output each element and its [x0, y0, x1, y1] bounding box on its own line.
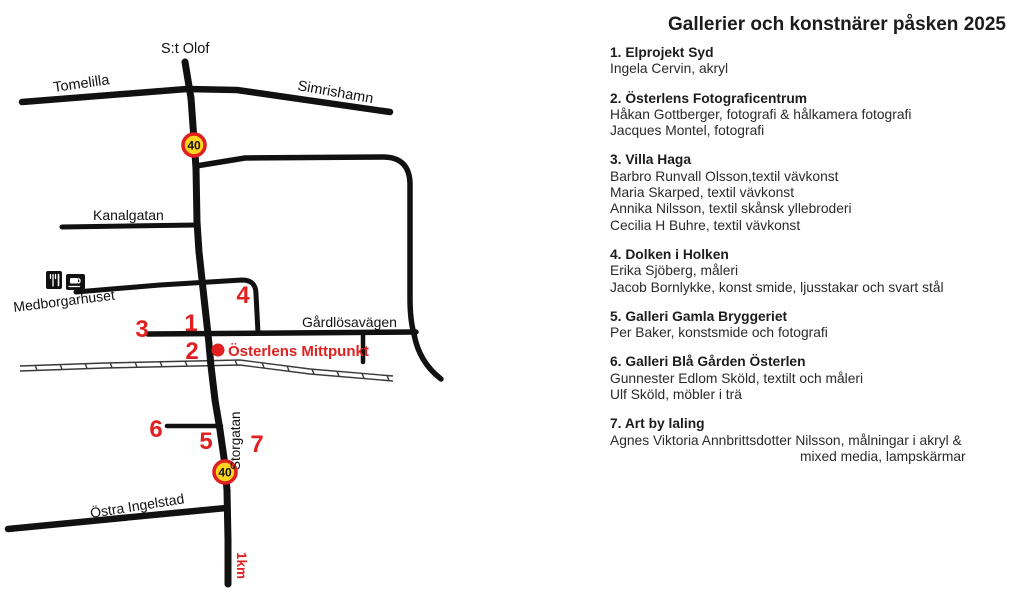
- speed-sign-south: 40: [212, 459, 238, 485]
- label-storgatan: Storgatan: [228, 411, 243, 470]
- road-medborgarhuset: [73, 277, 261, 336]
- artist-line: Agnes Viktoria Annbrittsdotter Nilsson, …: [610, 432, 962, 448]
- scale-1km-label: 1km: [234, 552, 249, 579]
- marker-1: 1: [184, 310, 197, 337]
- page-title: Gallerier och konstnärer påsken 2025: [668, 14, 1006, 35]
- speed-sign-north: 40: [181, 132, 207, 158]
- marker-6: 6: [149, 416, 162, 443]
- gallery-entry-2: 2. Österlens Fotograficentrum Håkan Gott…: [610, 91, 1016, 140]
- marker-5: 5: [199, 428, 212, 455]
- speed-sign-value: 40: [218, 466, 232, 480]
- artist-line: Ingela Cervin, akryl: [610, 61, 729, 77]
- marker-2: 2: [185, 338, 198, 365]
- gallery-name: 6. Galleri Blå Gården Österlen: [610, 354, 806, 370]
- hand-drawn-map: 40 40 S:t Olof Tomelilla Simrishamn Kana…: [4, 41, 444, 588]
- gallery-entry-7: 7. Art by laling Agnes Viktoria Annbritt…: [610, 416, 1016, 465]
- road-tomelilla-simrishamn: [18, 85, 394, 116]
- label-medborgarhuset: Medborgarhuset: [12, 287, 115, 315]
- gallery-entry-4: 4. Dolken i Holken Erika Sjöberg, måleri…: [610, 247, 1016, 296]
- gallery-name: 7. Art by laling: [610, 416, 705, 432]
- speed-sign-value: 40: [187, 139, 201, 153]
- gallery-name: 5. Galleri Gamla Bryggeriet: [610, 308, 788, 324]
- gallery-name: 3. Villa Haga: [610, 152, 692, 168]
- label-tomelilla: Tomelilla: [52, 72, 111, 96]
- road-gardlosavagen: [145, 329, 419, 337]
- artist-line: Barbro Runvall Olsson,textil vävkonst: [610, 168, 839, 184]
- artist-line: Gunnester Edlom Sköld, textilt och måler…: [610, 370, 864, 386]
- artist-line: Håkan Gottberger, fotografi & hålkamera …: [610, 106, 912, 122]
- marker-4: 4: [236, 282, 250, 309]
- marker-7: 7: [250, 431, 263, 458]
- label-gardlosavagen: Gårdlösavägen: [302, 314, 397, 330]
- road-ostra-ingelstad: [4, 504, 230, 533]
- label-kanalgatan: Kanalgatan: [93, 207, 164, 223]
- label-osterlens-mittpunkt: Österlens Mittpunkt: [228, 343, 369, 360]
- label-st-olof: S:t Olof: [161, 41, 210, 57]
- gallery-entry-5: 5. Galleri Gamla Bryggeriet Per Baker, k…: [610, 309, 1016, 342]
- road-east-loop: [193, 154, 444, 382]
- mittpunkt-dot: [211, 343, 225, 357]
- road-kanalgatan: [59, 222, 200, 230]
- artist-line: Maria Skarped, textil vävkonst: [610, 185, 795, 201]
- railway-line: [19, 359, 394, 382]
- gallery-list-panel: Gallerier och konstnärer påsken 2025 1. …: [610, 14, 1016, 478]
- marker-3: 3: [135, 316, 148, 343]
- restaurant-icon: [46, 271, 62, 289]
- artist-line: Cecilia H Buhre, textil vävkonst: [610, 217, 801, 233]
- gallery-name: 1. Elprojekt Syd: [610, 45, 714, 60]
- gallery-entry-1: 1. Elprojekt Syd Ingela Cervin, akryl: [610, 45, 1016, 78]
- artist-line: Jacob Bornlykke, konst smide, ljusstakar…: [610, 279, 944, 295]
- artist-line: Jacques Montel, fotografi: [610, 123, 765, 139]
- artist-line: mixed media, lampskärmar: [800, 448, 966, 464]
- gallery-name: 4. Dolken i Holken: [610, 246, 729, 262]
- cafe-icon: [66, 274, 85, 290]
- artist-line: Annika Nilsson, textil skånsk yllebroder…: [610, 201, 852, 217]
- artist-line: Per Baker, konstsmide och fotografi: [610, 325, 828, 341]
- gallery-name: 2. Österlens Fotograficentrum: [610, 90, 808, 106]
- gallery-entry-3: 3. Villa Haga Barbro Runvall Olsson,text…: [610, 152, 1016, 233]
- artist-line: Ulf Sköld, möbler i trä: [610, 387, 742, 403]
- gallery-entry-6: 6. Galleri Blå Gården Österlen Gunnester…: [610, 354, 1016, 403]
- artist-line: Erika Sjöberg, måleri: [610, 263, 739, 279]
